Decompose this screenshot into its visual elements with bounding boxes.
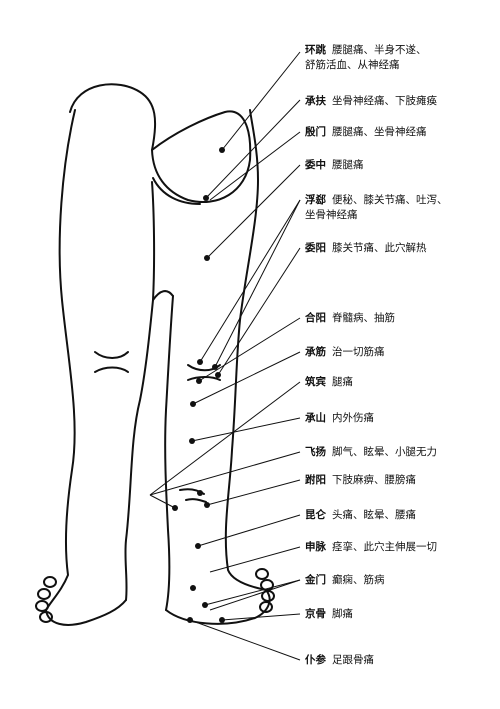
- point-name: 承扶: [305, 95, 326, 107]
- label-heyang: 合阳脊髓病、抽筋: [305, 311, 395, 326]
- label-jinmen: 金门癫痫、筋病: [305, 573, 385, 588]
- label-zhubin: 筑宾腿痛: [305, 375, 353, 390]
- label-fuxi: 浮郄便秘、膝关节痛、吐泻、 坐骨神经痛: [305, 193, 448, 223]
- legs-outline: [35, 83, 275, 626]
- label-huantiao: 环跳腰腿痛、半身不遂、 舒筋活血、从神经痛: [305, 43, 427, 73]
- point-desc: 腰腿痛: [332, 159, 364, 171]
- point-desc-cont: 舒筋活血、从神经痛: [305, 59, 400, 71]
- point-desc: 脊髓病、抽筋: [332, 312, 395, 324]
- point-name: 浮郄: [305, 194, 326, 206]
- point-desc: 足跟骨痛: [332, 654, 374, 666]
- point-name: 合阳: [305, 312, 326, 324]
- point-desc-cont: 坐骨神经痛: [305, 209, 358, 221]
- point-desc: 痉挛、此穴主伸展一切: [332, 541, 437, 553]
- label-pucan: 仆参足跟骨痛: [305, 653, 374, 668]
- point-desc: 内外伤痛: [332, 412, 374, 424]
- point-desc: 治一切筋痛: [332, 346, 385, 358]
- point-shenmai: [190, 585, 196, 591]
- label-fuyang: 跗阳下肢麻痹、腰膀痛: [305, 473, 416, 488]
- label-weizhong: 委中腰腿痛: [305, 158, 364, 173]
- point-name: 环跳: [305, 44, 326, 56]
- point-feiyang: [197, 490, 203, 496]
- point-name: 昆仑: [305, 509, 326, 521]
- point-name: 筑宾: [305, 376, 326, 388]
- acupoint-dots: [172, 147, 225, 623]
- point-name: 飞扬: [305, 446, 326, 458]
- point-desc: 下肢麻痹、腰膀痛: [332, 474, 416, 486]
- label-chengjin: 承筋治一切筋痛: [305, 345, 385, 360]
- point-desc: 头痛、眩晕、腰痛: [332, 509, 416, 521]
- point-name: 委阳: [305, 242, 326, 254]
- point-name: 跗阳: [305, 474, 326, 486]
- point-desc: 腿痛: [332, 376, 353, 388]
- point-desc: 脚气、眩晕、小腿无力: [332, 446, 437, 458]
- label-weiyang: 委阳膝关节痛、此穴解热: [305, 241, 427, 256]
- point-name: 仆参: [305, 654, 326, 666]
- point-name: 承筋: [305, 346, 326, 358]
- point-desc: 脚痛: [332, 608, 353, 620]
- label-chengshan: 承山内外伤痛: [305, 411, 374, 426]
- point-name: 申脉: [305, 541, 326, 553]
- label-chengfu: 承扶坐骨神经痛、下肢瘫痪: [305, 94, 437, 109]
- label-feiyang: 飞扬脚气、眩晕、小腿无力: [305, 445, 437, 460]
- leader-lines: [149, 51, 301, 661]
- point-desc: 癫痫、筋病: [332, 574, 385, 586]
- point-name: 殷门: [305, 126, 326, 138]
- label-kunlun: 昆仑头痛、眩晕、腰痛: [305, 508, 416, 523]
- point-name: 京骨: [305, 608, 326, 620]
- point-desc: 便秘、膝关节痛、吐泻、: [332, 194, 448, 206]
- point-name: 委中: [305, 159, 326, 171]
- point-desc: 腰腿痛、半身不遂、: [332, 44, 427, 56]
- label-yinmen: 殷门腰腿痛、坐骨神经痛: [305, 125, 427, 140]
- label-jinggu: 京骨脚痛: [305, 607, 353, 622]
- point-desc: 腰腿痛、坐骨神经痛: [332, 126, 427, 138]
- label-shenmai: 申脉痉挛、此穴主伸展一切: [305, 540, 437, 555]
- point-name: 金门: [305, 574, 326, 586]
- point-desc: 膝关节痛、此穴解热: [332, 242, 427, 254]
- point-desc: 坐骨神经痛、下肢瘫痪: [332, 95, 437, 107]
- point-name: 承山: [305, 412, 326, 424]
